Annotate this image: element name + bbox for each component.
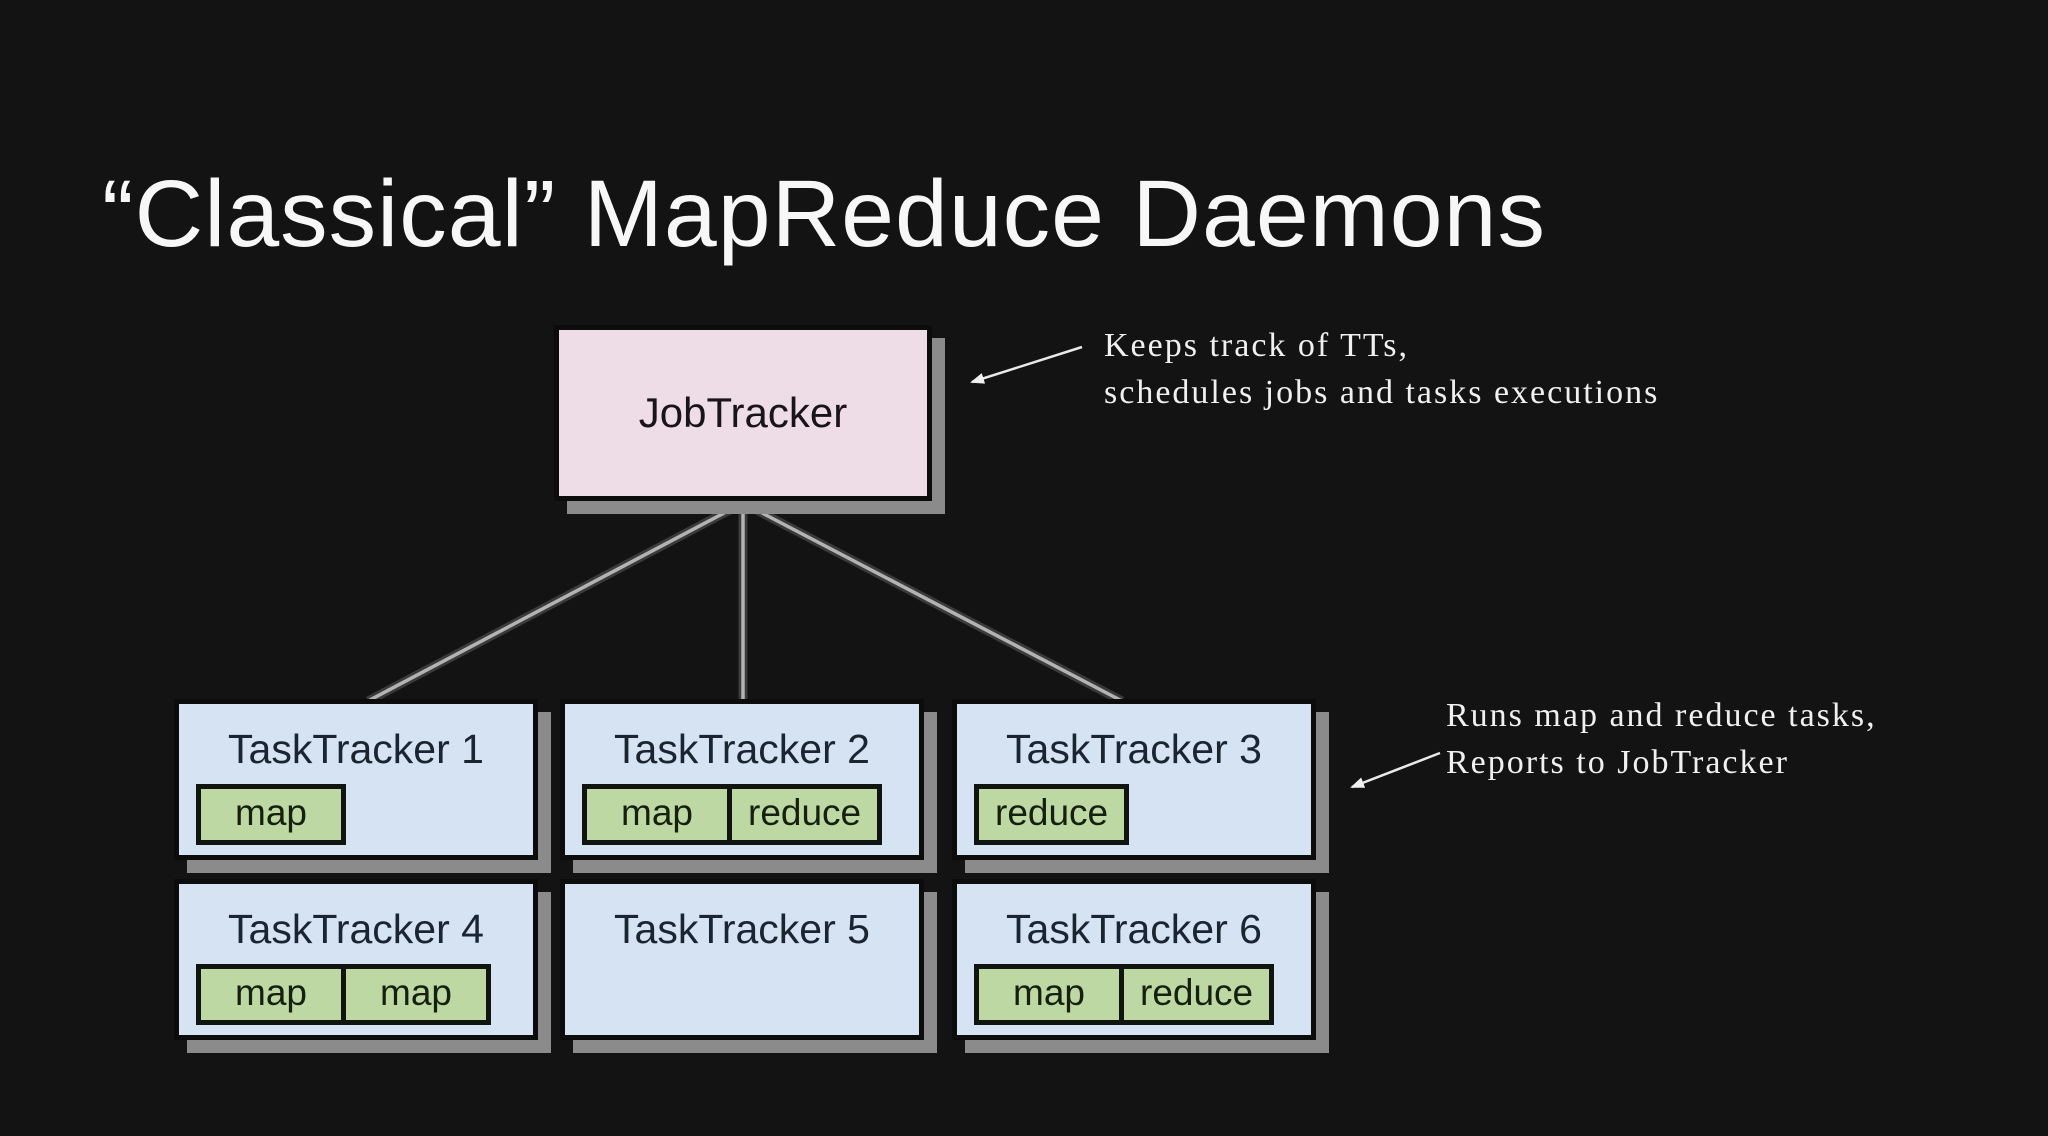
slide-title: “Classical” MapReduce Daemons — [102, 160, 1546, 267]
task-chip: map — [341, 964, 491, 1025]
jobtracker-note-line1: Keeps track of TTs, — [1104, 327, 1410, 364]
tasktracker-note: Runs map and reduce tasks, Reports to Jo… — [1446, 692, 1877, 786]
task-chip: map — [582, 784, 732, 845]
tasktracker-3-box: TaskTracker 3 reduce — [952, 699, 1316, 860]
tasktracker-4-box: TaskTracker 4 map map — [174, 879, 538, 1040]
tasktracker-2-box: TaskTracker 2 map reduce — [560, 699, 924, 860]
tasktracker-label: TaskTracker 1 — [228, 726, 484, 772]
task-row: map map — [196, 964, 491, 1025]
task-chip: map — [196, 784, 346, 845]
task-row: map — [196, 784, 346, 845]
connector-tt3 — [742, 501, 1123, 703]
tasktracker-label: TaskTracker 3 — [1006, 726, 1262, 772]
jobtracker-note-line2: schedules jobs and tasks executions — [1104, 374, 1660, 411]
jobtracker-connectors — [365, 499, 1125, 705]
jobtracker-box: JobTracker — [554, 325, 932, 501]
tasktracker-1-box: TaskTracker 1 map — [174, 699, 538, 860]
tasktracker-6-box: TaskTracker 6 map reduce — [952, 879, 1316, 1040]
arrow-to-jobtracker-icon — [970, 345, 1083, 384]
task-chip: map — [974, 964, 1124, 1025]
task-chip: reduce — [974, 784, 1130, 845]
tasktracker-label: TaskTracker 4 — [228, 906, 484, 952]
tasktracker-label: TaskTracker 2 — [614, 726, 870, 772]
arrow-to-tasktracker-icon — [1350, 751, 1441, 789]
tasktracker-label: TaskTracker 5 — [614, 906, 870, 952]
tasktracker-note-line1: Runs map and reduce tasks, — [1446, 697, 1877, 734]
task-chip: reduce — [1119, 964, 1275, 1025]
task-chip: reduce — [727, 784, 883, 845]
task-row: reduce — [974, 784, 1130, 845]
task-chip: map — [196, 964, 346, 1025]
jobtracker-note: Keeps track of TTs, schedules jobs and t… — [1104, 322, 1659, 416]
tasktracker-note-line2: Reports to JobTracker — [1446, 744, 1789, 781]
tasktracker-label: TaskTracker 6 — [1006, 906, 1262, 952]
tasktracker-5-box: TaskTracker 5 — [560, 879, 924, 1040]
connector-tt1 — [367, 501, 744, 703]
task-row: map reduce — [974, 964, 1275, 1025]
task-row: map reduce — [582, 784, 883, 845]
jobtracker-label: JobTracker — [638, 389, 848, 436]
